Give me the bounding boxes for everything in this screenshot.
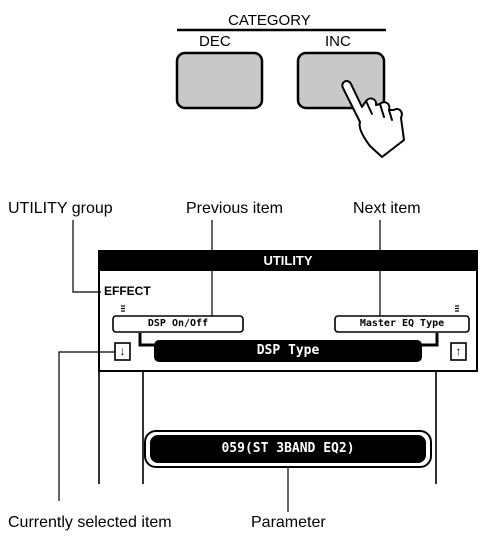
arrow-down-icon[interactable]: ↓ xyxy=(119,344,126,358)
inc-label: INC xyxy=(325,33,351,50)
current-item-text: DSP Type xyxy=(256,343,320,358)
current-item-leader xyxy=(58,351,115,501)
previous-item-callout: Previous item xyxy=(186,200,283,217)
next-item-box xyxy=(334,315,470,333)
left-bracket xyxy=(138,333,154,347)
lcd-header-bar xyxy=(99,251,477,271)
dec-button[interactable] xyxy=(175,51,264,110)
parameter-callout: Parameter xyxy=(251,514,326,531)
next-item-callout: Next item xyxy=(353,200,421,217)
previous-item-box xyxy=(112,315,244,333)
dec-label: DEC xyxy=(199,33,231,50)
lcd-header-title: UTILITY xyxy=(263,253,313,268)
currently-selected-callout: Currently selected item xyxy=(8,514,172,531)
utility-group-callout: UTILITY group xyxy=(8,200,113,217)
arrow-up-icon[interactable]: ↑ xyxy=(455,344,462,358)
parameter-box-inner xyxy=(150,435,426,463)
previous-item-text: DSP On/Off xyxy=(147,318,209,329)
utility-group-leader xyxy=(72,220,101,293)
inc-button[interactable] xyxy=(296,51,386,110)
category-title: CATEGORY xyxy=(228,12,311,29)
right-bracket xyxy=(421,333,439,347)
lcd-group-name: EFFECT xyxy=(104,284,151,298)
current-item-bar xyxy=(154,340,422,362)
parameter-value-text: 059(ST 3BAND EQ2) xyxy=(221,441,355,456)
item-marks xyxy=(121,305,459,312)
next-item-text: Master EQ Type xyxy=(359,318,445,329)
up-arrow-box xyxy=(450,342,467,361)
pointing-hand-icon xyxy=(341,80,405,158)
